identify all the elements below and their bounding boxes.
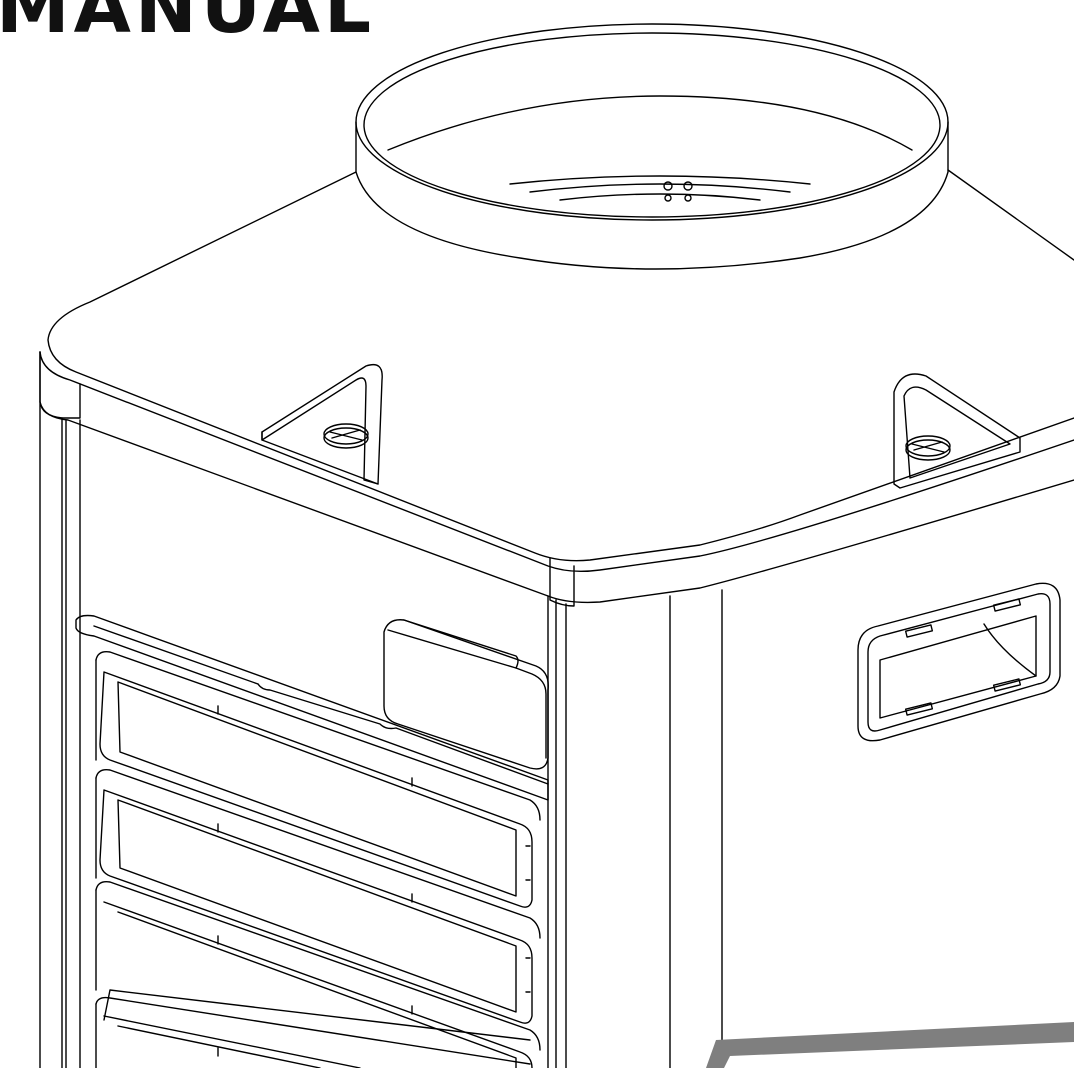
top-lid — [40, 170, 1074, 606]
lifting-lug-right — [894, 374, 1020, 488]
grille-panel-3 — [96, 882, 540, 1068]
control-display-icon — [384, 620, 548, 769]
control-panel-bar — [76, 616, 548, 801]
grille-panel-4 — [96, 998, 530, 1068]
fan-outlet-ring — [356, 24, 948, 269]
front-face — [40, 402, 722, 1068]
lifting-lug-left — [262, 365, 382, 484]
manual-title: MANUAL — [0, 0, 376, 50]
side-handle — [858, 583, 1060, 740]
grille-panel-2 — [96, 770, 540, 1023]
grille-panel-1 — [96, 652, 540, 907]
decorative-band — [706, 1022, 1074, 1068]
